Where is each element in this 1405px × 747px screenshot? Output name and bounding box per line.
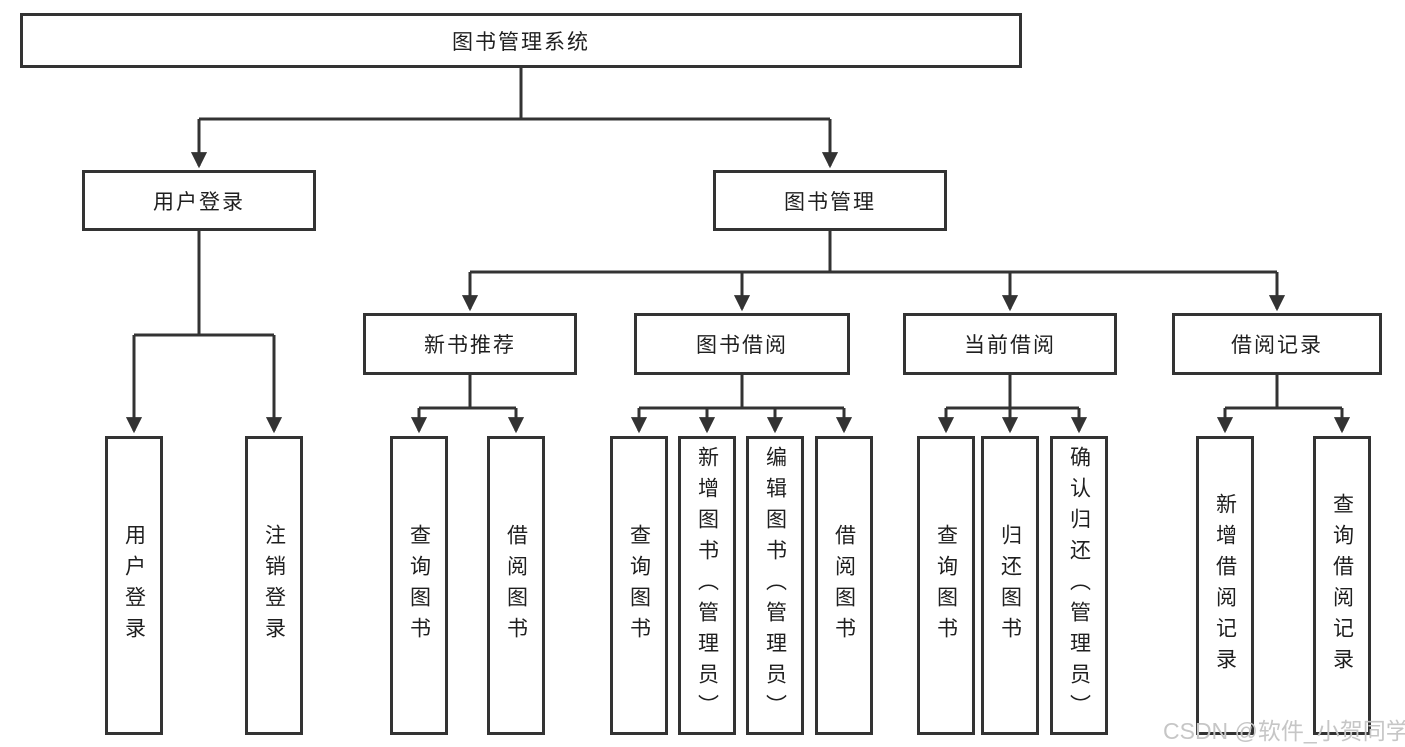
leaf-label: 确认归还（管理员） [1067, 446, 1091, 725]
leaf-label: 新增借阅记录 [1213, 492, 1237, 679]
node-label: 用户登录 [153, 190, 245, 214]
leaf-label: 借阅图书 [832, 523, 856, 648]
leaf-add-books-admin: 新增图书（管理员） [678, 436, 736, 735]
node-label: 借阅记录 [1231, 334, 1323, 357]
leaf-borrow-books-recommend: 借阅图书 [487, 436, 545, 735]
connector-book-borrow-to-leaves [630, 375, 853, 434]
node-book-management: 图书管理 [713, 170, 947, 231]
leaf-label: 新增图书（管理员） [695, 446, 719, 725]
leaf-label: 归还图书 [998, 523, 1022, 648]
leaf-query-books-recommend: 查询图书 [390, 436, 448, 735]
node-label: 图书管理 [784, 190, 876, 214]
leaf-label: 用户登录 [122, 523, 146, 648]
leaf-user-login: 用户登录 [105, 436, 163, 735]
leaf-confirm-return-admin: 确认归还（管理员） [1050, 436, 1108, 735]
connector-book-management-to-level3 [461, 231, 1286, 312]
node-user-login: 用户登录 [82, 170, 316, 231]
node-book-borrow: 图书借阅 [634, 313, 850, 375]
node-borrow-records: 借阅记录 [1172, 313, 1382, 375]
connector-borrow-records-to-leaves [1216, 375, 1351, 434]
leaf-logout-login: 注销登录 [245, 436, 303, 735]
node-new-book-recommend: 新书推荐 [363, 313, 577, 375]
leaf-query-books-current: 查询图书 [917, 436, 975, 735]
node-root-system: 图书管理系统 [20, 13, 1022, 68]
node-current-borrow: 当前借阅 [903, 313, 1117, 375]
leaf-edit-books-admin: 编辑图书（管理员） [746, 436, 804, 735]
connector-user-login-to-leaves [125, 231, 283, 434]
leaf-return-books: 归还图书 [981, 436, 1039, 735]
leaf-label: 注销登录 [262, 523, 286, 648]
leaf-label: 编辑图书（管理员） [763, 446, 787, 725]
leaf-label: 查询图书 [934, 523, 958, 648]
node-label: 当前借阅 [964, 334, 1056, 357]
leaf-borrow-books-borrow: 借阅图书 [815, 436, 873, 735]
csdn-watermark: CSDN @软件_小贺同学 [1163, 718, 1405, 744]
leaf-query-borrow-record: 查询借阅记录 [1313, 436, 1371, 735]
leaf-label: 查询图书 [407, 523, 431, 648]
leaf-label: 查询借阅记录 [1330, 492, 1354, 679]
leaf-label: 借阅图书 [504, 523, 528, 648]
leaf-query-books-borrow: 查询图书 [610, 436, 668, 735]
connector-current-borrow-to-leaves [937, 375, 1088, 434]
node-label: 图书管理系统 [452, 30, 590, 54]
connector-new-book-recommend-to-leaves [410, 375, 525, 434]
node-label: 新书推荐 [424, 334, 516, 357]
connector-root-to-level2 [190, 68, 839, 169]
leaf-label: 查询图书 [627, 523, 651, 648]
node-label: 图书借阅 [696, 334, 788, 357]
leaf-add-borrow-record: 新增借阅记录 [1196, 436, 1254, 735]
